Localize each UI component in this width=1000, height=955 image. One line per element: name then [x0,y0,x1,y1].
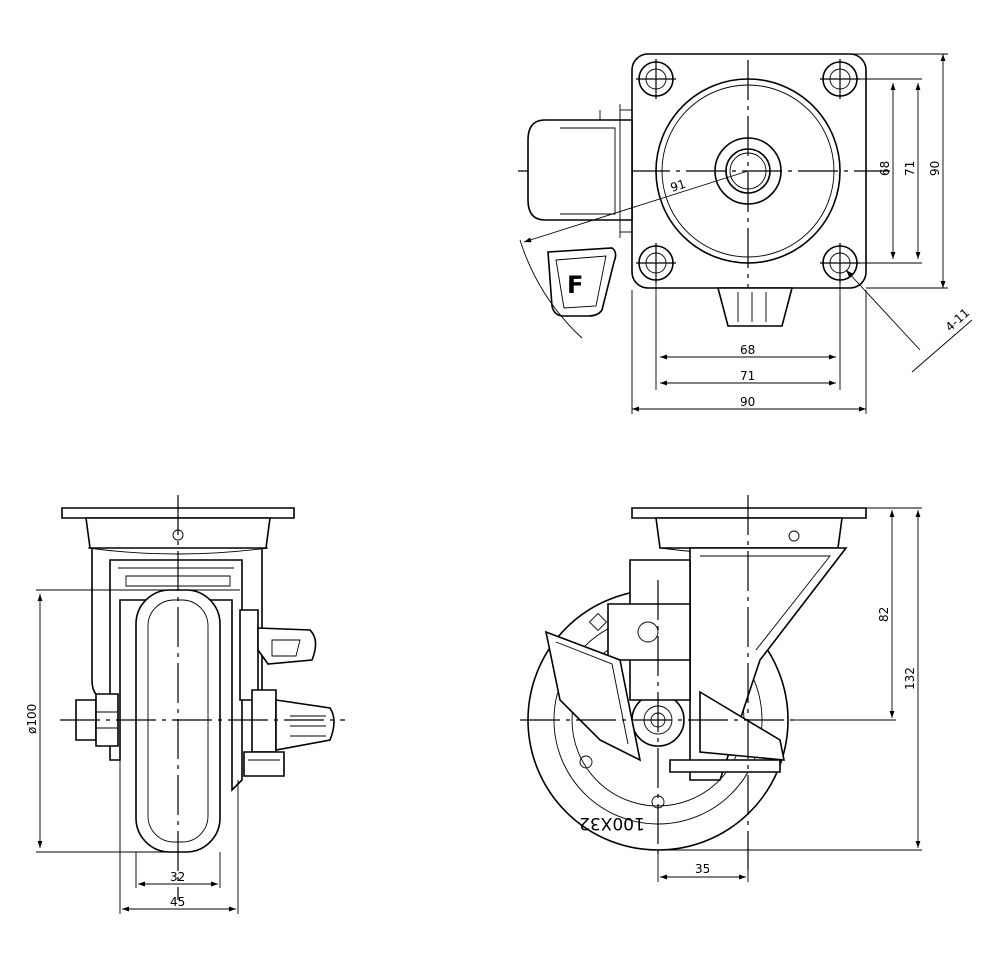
dim-vert-plate: 90 [928,161,942,176]
dim-swing-radius: 91 [669,177,688,195]
brake-logo: F [567,271,583,299]
side-view: 100X32 [520,495,922,882]
side-top-plate [631,507,867,519]
brake-lever-top: F [527,104,633,317]
wheel-marking: 100X32 [579,813,645,833]
dim-axle-height: 82 [877,607,891,622]
brake-assembly-front [239,609,335,777]
front-view: ø100 32 45 [25,495,345,914]
dim-wheel-diameter: ø100 [25,704,39,734]
dim-plate-width: 90 [740,395,755,409]
dim-hole-spacing-outer: 71 [740,369,755,383]
dim-vert-inner: 68 [878,161,892,176]
swivel-stop [716,287,794,327]
dim-hole-spacing-inner: 68 [740,343,755,357]
swing-arc [519,239,583,339]
dim-hole-callout: 4-11 [943,306,973,335]
top-view: F 91 68 71 90 [518,53,973,414]
brake-assembly-side [544,559,785,773]
dim-vert-outer: 71 [903,161,917,176]
dim-overall-width: 45 [170,895,185,909]
dim-tread-width: 32 [170,870,185,884]
dim-overall-height: 132 [903,667,917,690]
dim-offset: 35 [695,862,710,876]
